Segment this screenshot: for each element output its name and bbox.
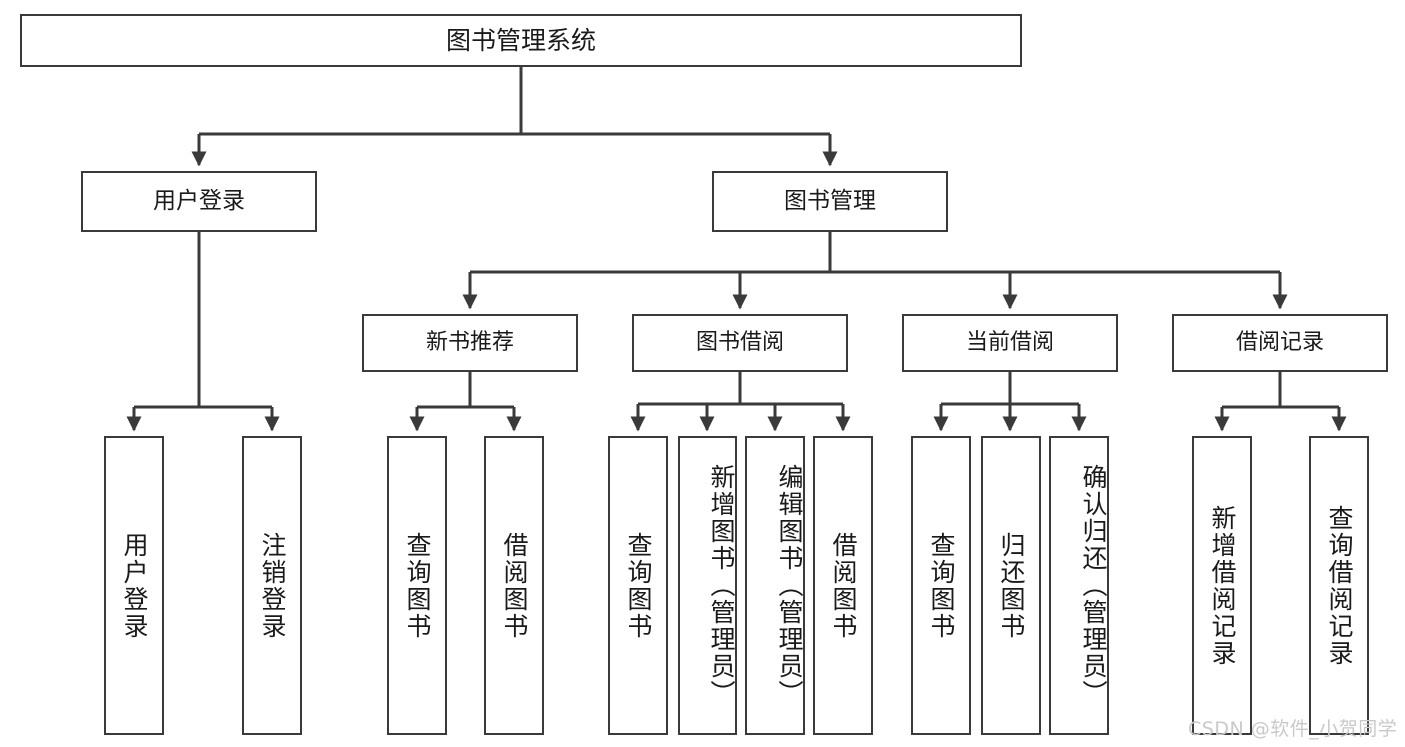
leaf-current-borrow-return-book[interactable]: 归还图书 <box>981 436 1041 735</box>
csdn-watermark: CSDN @软件_小贺同学 <box>1188 718 1398 740</box>
leaf-current-borrow-confirm-return-admin[interactable]: 确认归还（管理员） <box>1049 436 1109 735</box>
node-book-borrow[interactable]: 图书借阅 <box>632 314 848 372</box>
leaf-new-book-query-book[interactable]: 查询图书 <box>387 436 447 735</box>
leaf-book-borrow-add-book-admin[interactable]: 新增图书（管理员） <box>678 436 737 735</box>
node-borrow-record[interactable]: 借阅记录 <box>1172 314 1388 372</box>
leaf-current-borrow-query-book[interactable]: 查询图书 <box>911 436 971 735</box>
node-new-book-recommendation[interactable]: 新书推荐 <box>362 314 578 372</box>
node-book-management[interactable]: 图书管理 <box>712 171 948 232</box>
leaf-new-book-borrow-book[interactable]: 借阅图书 <box>484 436 544 735</box>
leaf-book-borrow-edit-book-admin[interactable]: 编辑图书（管理员） <box>745 436 805 735</box>
leaf-book-borrow-query-book[interactable]: 查询图书 <box>608 436 668 735</box>
node-root-book-management-system[interactable]: 图书管理系统 <box>20 14 1022 67</box>
leaf-borrow-record-add-record[interactable]: 新增借阅记录 <box>1192 436 1252 735</box>
leaf-user-login-login[interactable]: 用户登录 <box>104 436 164 735</box>
node-current-borrow[interactable]: 当前借阅 <box>902 314 1118 372</box>
node-user-login[interactable]: 用户登录 <box>81 171 317 232</box>
leaf-book-borrow-borrow-book[interactable]: 借阅图书 <box>813 436 873 735</box>
leaf-borrow-record-query-record[interactable]: 查询借阅记录 <box>1309 436 1369 735</box>
leaf-user-login-logout[interactable]: 注销登录 <box>242 436 302 735</box>
